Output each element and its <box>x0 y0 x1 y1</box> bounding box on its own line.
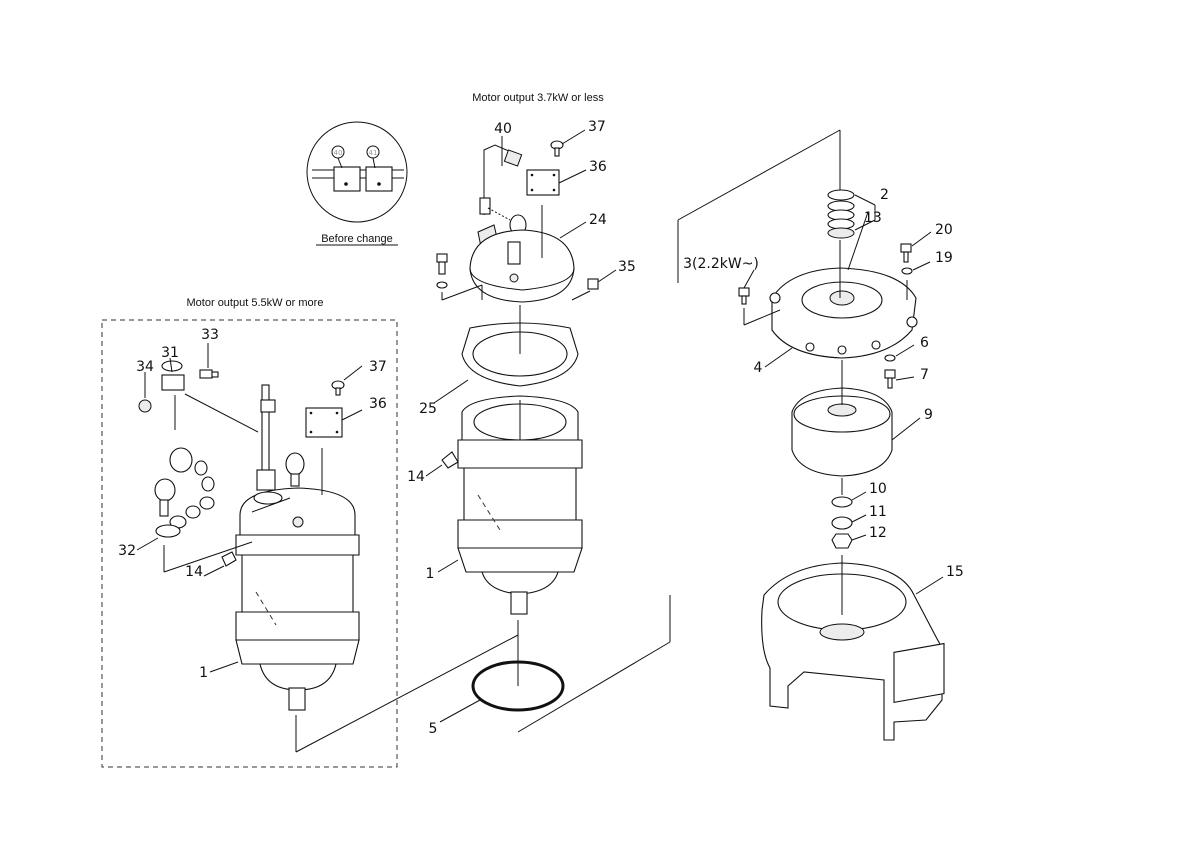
label-part-12: 12 <box>869 525 887 541</box>
label-part-5: 5 <box>429 721 438 737</box>
label-part-19: 19 <box>935 250 953 266</box>
label-part-7: 7 <box>920 367 929 383</box>
label-part-3: 3(2.2kW~) <box>683 256 759 272</box>
label-part-6: 6 <box>920 335 929 351</box>
pump-section <box>738 189 945 741</box>
label-part-31: 31 <box>161 345 179 361</box>
label-part-34: 34 <box>136 359 154 375</box>
leader-lines <box>136 129 944 723</box>
label-part-35: 35 <box>618 259 636 275</box>
label-part-20: 20 <box>935 222 953 238</box>
part-labels: 1 14 32 33 31 34 37 36 40 37 36 24 35 25… <box>118 119 964 737</box>
large-motor-frame <box>101 319 398 768</box>
label-part-4: 4 <box>754 360 763 376</box>
caption-before-change: Before change <box>321 233 393 245</box>
label-part-1-left: 1 <box>199 665 208 681</box>
label-part-11: 11 <box>869 504 887 520</box>
label-part-2: 2 <box>880 187 889 203</box>
label-part-24: 24 <box>589 212 607 228</box>
label-part-15: 15 <box>946 564 964 580</box>
label-part-32: 32 <box>118 543 136 559</box>
label-part-25: 25 <box>419 401 437 417</box>
label-part-37-left: 37 <box>369 359 387 375</box>
label-part-37-mid: 37 <box>588 119 606 135</box>
label-part-10: 10 <box>869 481 887 497</box>
label-part-40: 40 <box>494 121 512 137</box>
label-part-33: 33 <box>201 327 219 343</box>
label-part-14-left: 14 <box>185 564 203 580</box>
caption-motor-small: Motor output 3.7kW or less <box>472 92 604 104</box>
label-part-14-mid: 14 <box>407 469 425 485</box>
inset-label-40: 40 <box>334 149 343 157</box>
label-part-36-mid: 36 <box>589 159 607 175</box>
motor-large <box>138 360 360 752</box>
label-part-1-mid: 1 <box>426 566 435 582</box>
inset-label-41: 41 <box>369 149 378 157</box>
label-part-9: 9 <box>924 407 933 423</box>
caption-motor-large: Motor output 5.5kW or more <box>187 297 324 309</box>
motor-small <box>436 140 599 615</box>
before-change-inset: 40 41 Before change <box>306 121 408 246</box>
o-ring <box>471 660 565 712</box>
label-part-36-left: 36 <box>369 396 387 412</box>
label-part-13: 13 <box>864 210 882 226</box>
